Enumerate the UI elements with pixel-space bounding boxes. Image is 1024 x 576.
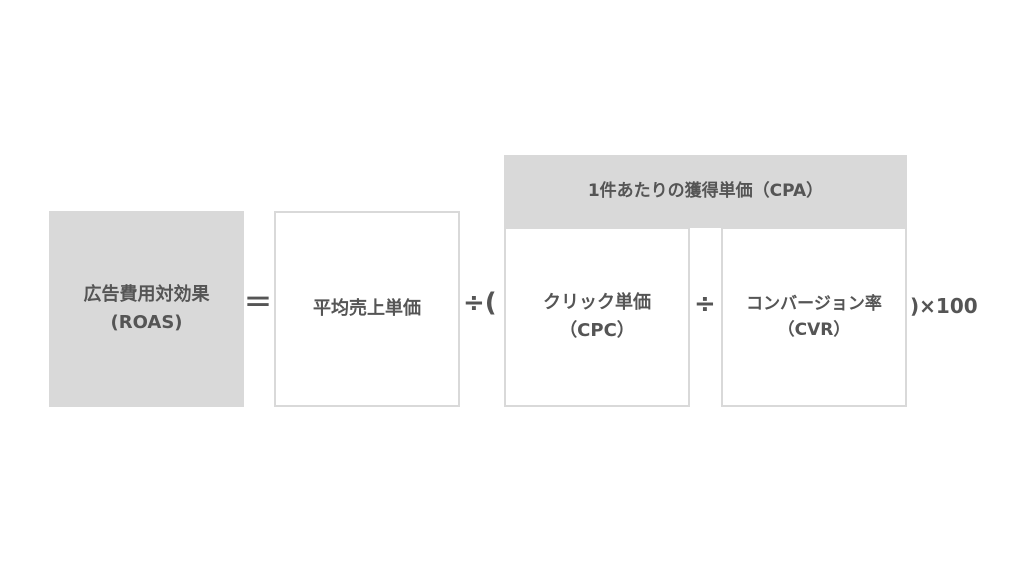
- cpc-box: クリック単価 （CPC）: [504, 227, 690, 407]
- cpa-header-box: 1件あたりの獲得単価（CPA）: [504, 155, 907, 228]
- cvr-box: コンバージョン率 （CVR）: [721, 227, 907, 407]
- equals-sign: ＝: [244, 286, 273, 319]
- cpc-label: クリック単価: [543, 292, 651, 314]
- avg-unit-price-box: 平均売上単価: [274, 211, 460, 407]
- cvr-abbreviation: （CVR）: [777, 320, 851, 340]
- roas-abbreviation: (ROAS): [110, 312, 183, 333]
- roas-label: 広告費用対効果: [83, 284, 210, 306]
- cpa-header-label: 1件あたりの獲得単価（CPA）: [587, 181, 824, 202]
- close-paren-times-100: )×100: [910, 294, 978, 318]
- roas-box: 広告費用対効果 (ROAS): [49, 211, 244, 407]
- divide-open-paren: ÷(: [463, 288, 497, 318]
- avg-unit-price-label: 平均売上単価: [313, 298, 421, 320]
- cpc-abbreviation: （CPC）: [559, 320, 635, 341]
- cvr-label: コンバージョン率: [746, 293, 882, 314]
- divide-sign: ÷: [694, 289, 716, 319]
